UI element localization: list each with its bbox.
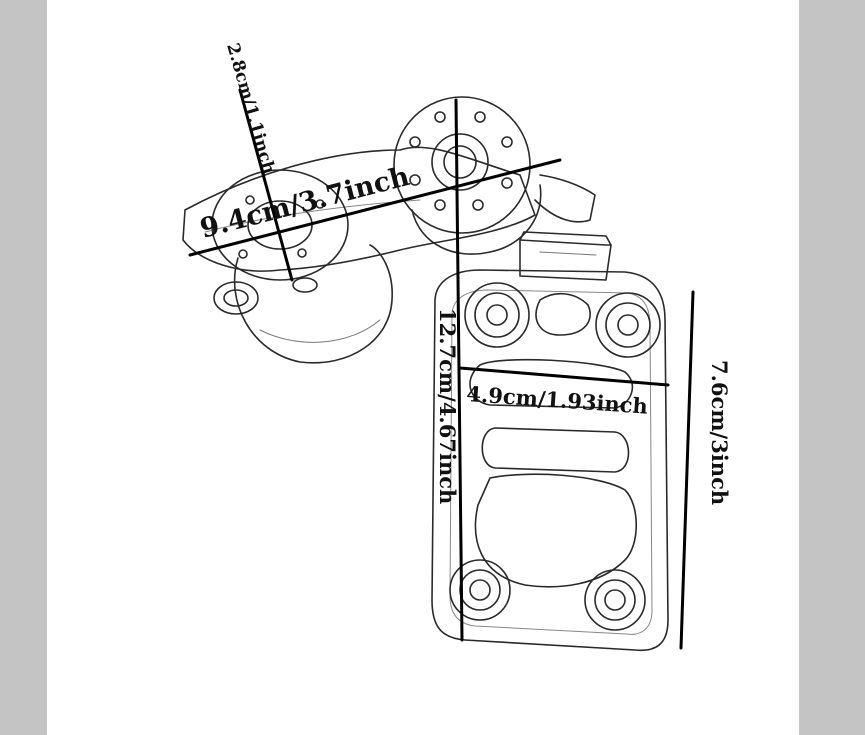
plate-bolts [449, 282, 661, 631]
plate-height-dimension-line [679, 290, 695, 650]
arm-length-dimension-line [188, 158, 562, 257]
top-clamp-block [519, 231, 612, 281]
mounting-plate [431, 269, 669, 652]
plate-width-label: 4.9cm/1.93inch [466, 381, 649, 419]
overall-height-label: 12.7cm/4.67inch [435, 308, 460, 504]
overall-height-dimension-line [454, 98, 464, 642]
left-hub [211, 169, 349, 281]
left-roller [233, 244, 393, 364]
dimension-lines [188, 88, 695, 650]
bolt-diameter-label: 2.8cm/1.1inch [222, 41, 279, 177]
right-hub [393, 96, 531, 234]
plate-height-label: 7.6cm/3inch [707, 360, 732, 505]
right-roller [411, 174, 596, 255]
side-bolt [213, 277, 318, 315]
plate-width-dimension-line [458, 366, 670, 387]
bolt-diameter-dimension-line [238, 88, 294, 282]
document-page [47, 0, 799, 735]
